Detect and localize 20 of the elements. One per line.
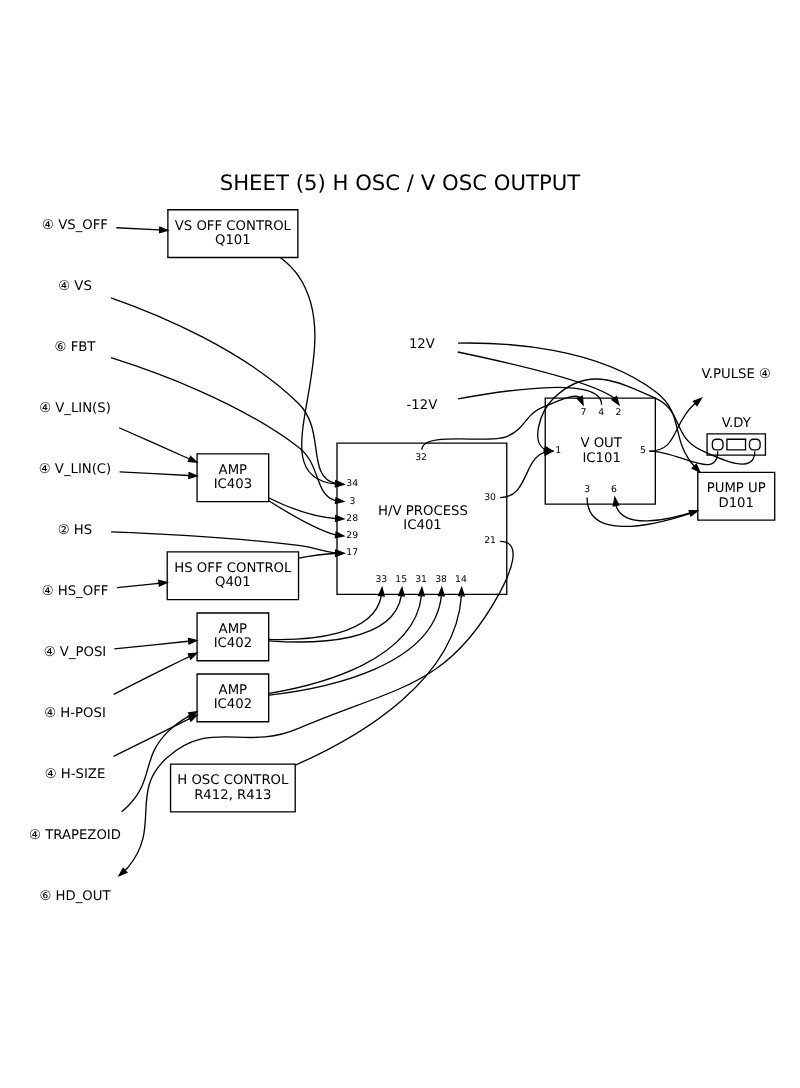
arrow: [421, 395, 584, 451]
arrow: [268, 500, 346, 539]
arrow: [113, 637, 199, 650]
arrow: [115, 226, 170, 234]
arrow: [268, 585, 385, 641]
arrow: [118, 471, 199, 480]
arrow: [457, 342, 702, 474]
diagram-title: SHEET (5) H OSC / V OSC OUTPUT: [219, 169, 581, 196]
arrow: [118, 427, 199, 463]
connector: [648, 450, 719, 466]
arrow: [457, 351, 620, 407]
connector: [457, 386, 603, 406]
arrow: [295, 585, 466, 766]
arrow: [268, 585, 406, 643]
node-box: [706, 433, 767, 456]
arrow: [113, 652, 199, 695]
arrow: [117, 540, 514, 877]
arrow: [116, 579, 170, 589]
arrow: [268, 497, 346, 523]
arrow: [648, 397, 703, 452]
